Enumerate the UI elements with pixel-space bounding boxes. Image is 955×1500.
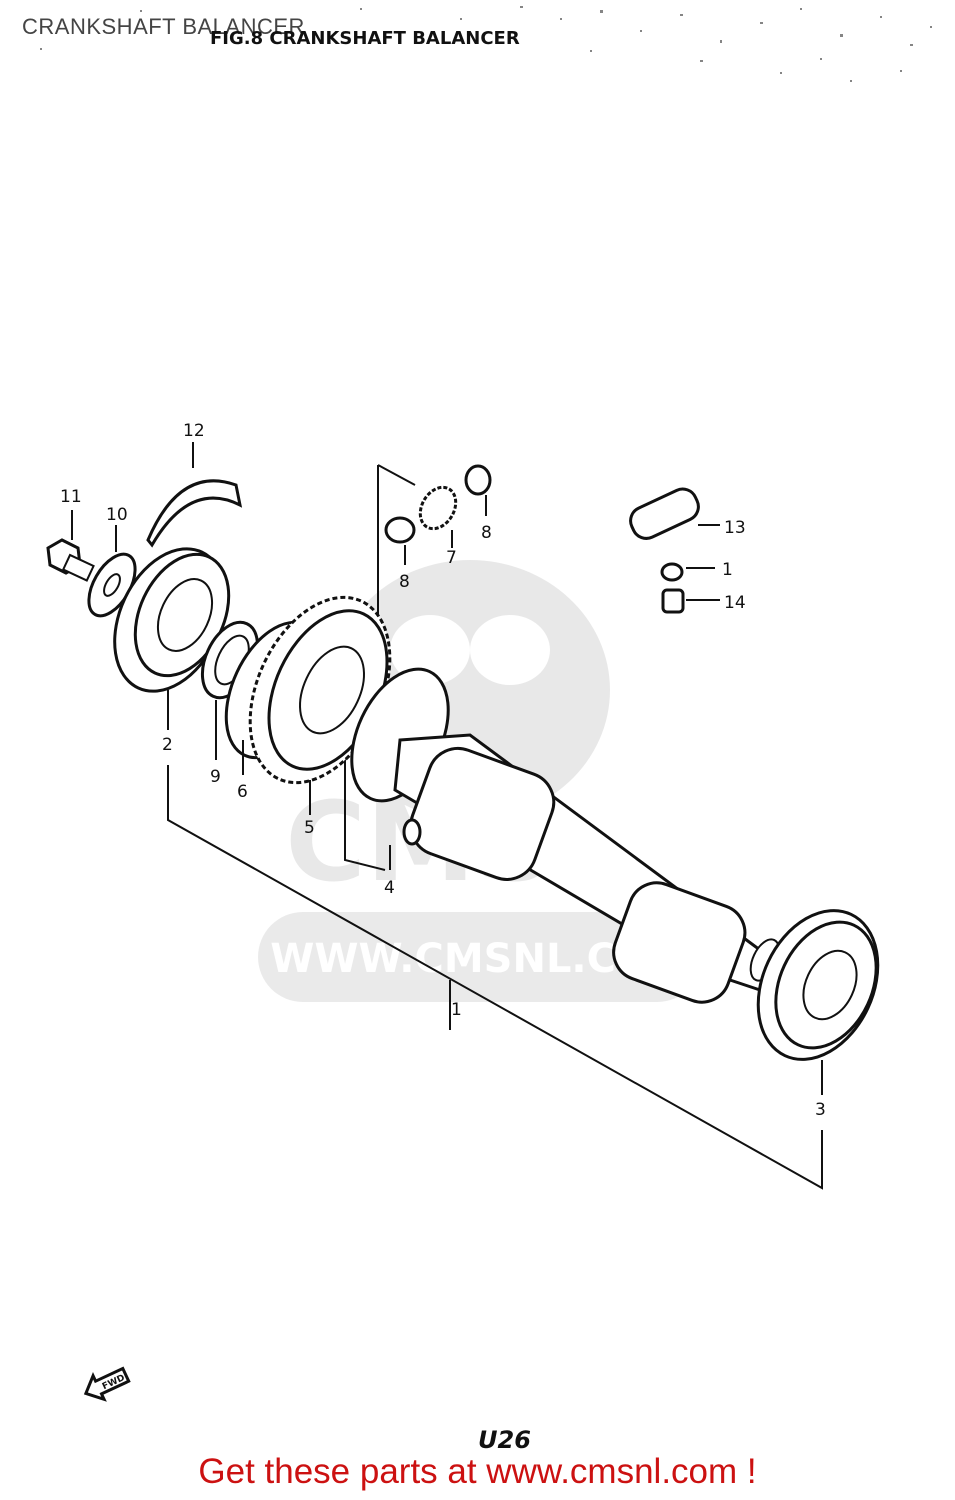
callout-11: 11 — [60, 487, 82, 507]
plug-part-8-right — [464, 464, 492, 516]
callout-10: 10 — [106, 505, 128, 525]
callout-9: 9 — [210, 767, 221, 787]
callout-labels: 1 2 3 4 5 6 7 8 8 9 10 11 12 13 1 14 — [60, 421, 826, 1120]
screw-part-14 — [661, 588, 720, 614]
balancer-shaft — [350, 667, 783, 1004]
spring-part-7 — [418, 485, 458, 548]
callout-7: 7 — [446, 548, 457, 568]
circlip-part-12 — [146, 479, 243, 548]
plug-part-8-left — [384, 516, 416, 565]
callout-8-left: 8 — [399, 572, 410, 592]
callout-8-right: 8 — [481, 523, 492, 543]
callout-6: 6 — [237, 782, 248, 802]
callout-4: 4 — [384, 878, 395, 898]
bolt-part-11 — [46, 510, 95, 582]
callout-5: 5 — [304, 818, 315, 838]
figure-title: FIG.8 CRANKSHAFT BALANCER — [210, 28, 520, 49]
page-title: CRANKSHAFT BALANCER — [22, 14, 305, 39]
callout-13: 13 — [724, 518, 746, 538]
fwd-arrow-icon: FWD — [83, 1366, 131, 1402]
footer-cta-link[interactable]: Get these parts at www.cmsnl.com ! — [198, 1452, 757, 1491]
callout-1b: 1 — [722, 560, 733, 580]
callout-3: 3 — [815, 1100, 826, 1120]
callout-14: 14 — [724, 593, 746, 613]
callout-2: 2 — [162, 735, 173, 755]
bearing-part-3 — [756, 909, 880, 1061]
scan-noise-band — [40, 6, 932, 82]
callout-12: 12 — [183, 421, 205, 441]
key-part-4 — [389, 818, 422, 870]
page-code: U26 — [478, 1426, 531, 1454]
callout-1: 1 — [451, 1000, 462, 1020]
plate-part-13 — [629, 487, 720, 540]
washer-part-1b — [660, 562, 715, 582]
